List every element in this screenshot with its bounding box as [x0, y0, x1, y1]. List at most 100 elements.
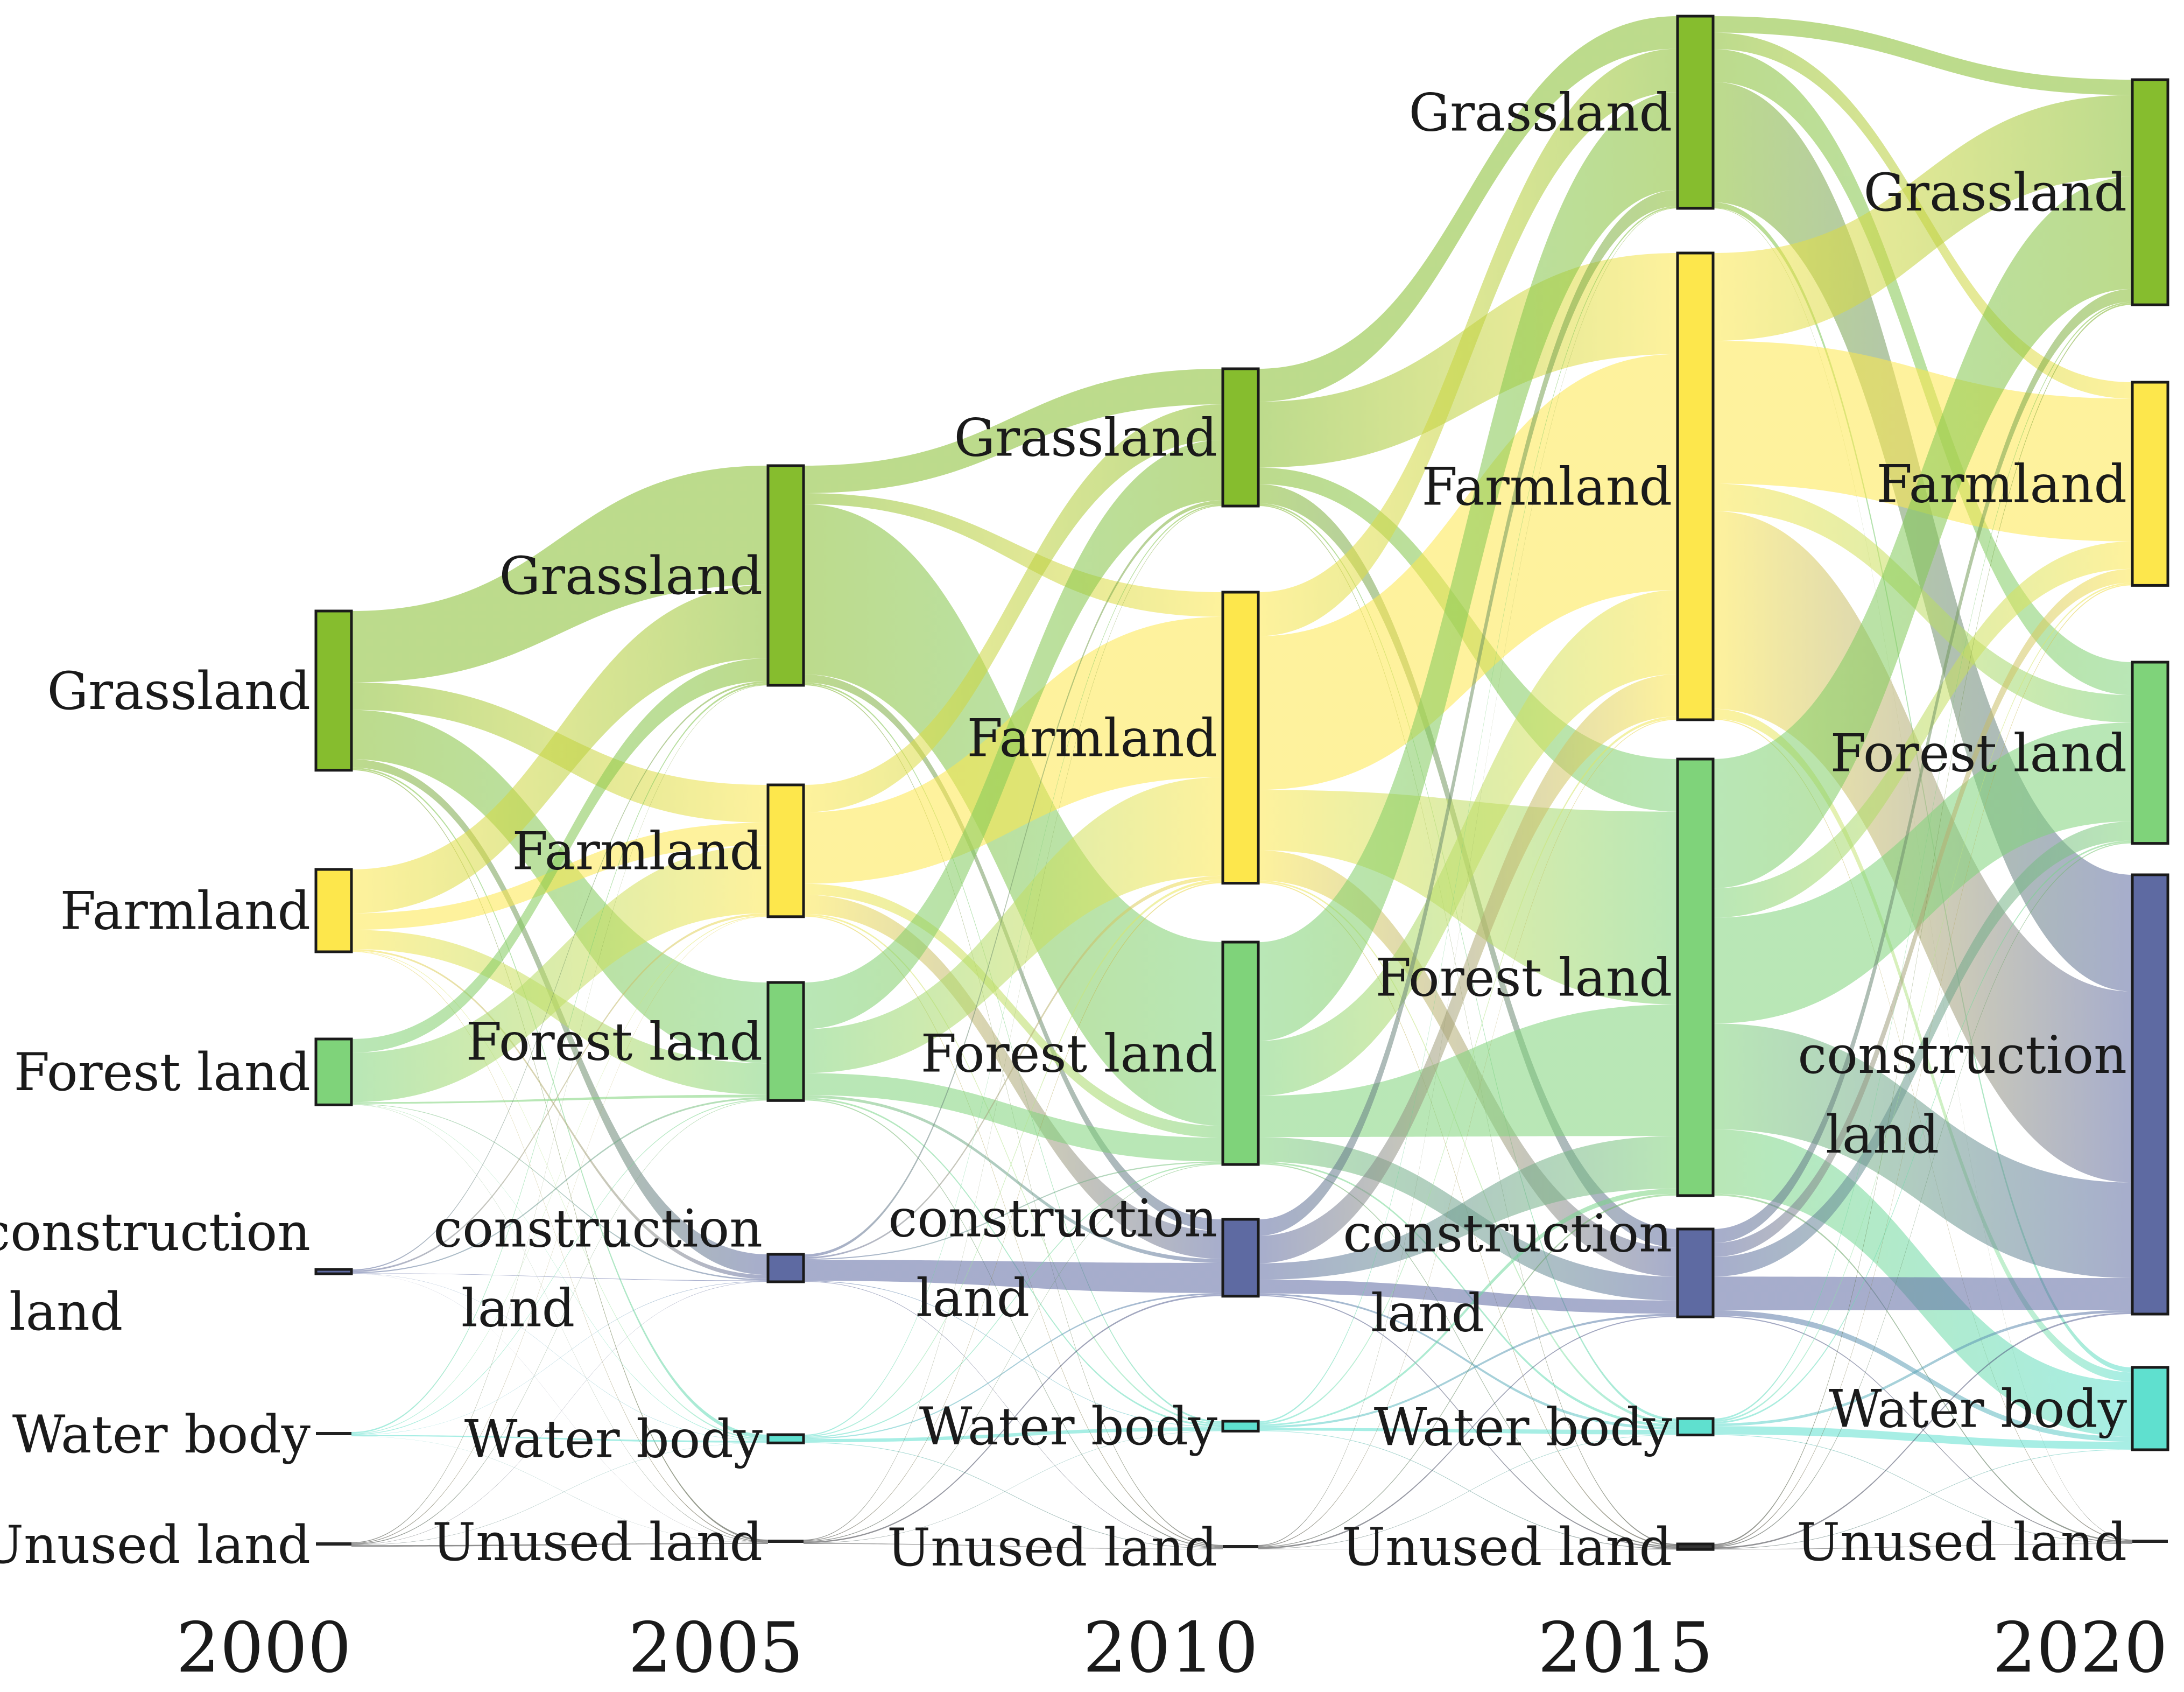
node-2010-forest-land[interactable]	[1221, 940, 1260, 1166]
flow-2015-farmland-to-2020-farmland	[1713, 341, 2132, 542]
node-2010-water-body[interactable]	[1221, 1420, 1260, 1433]
node-label-2015-unused-land: Unused land	[1342, 1517, 1672, 1577]
node-label-2000-grassland: Grassland	[47, 661, 311, 721]
flow-2005-water-body-to-2010-unused-land	[804, 1442, 1223, 1549]
node-2015-forest-land[interactable]	[1676, 757, 1715, 1197]
node-label-2010-farmland: Farmland	[967, 708, 1217, 768]
node-2010-unused-land[interactable]	[1223, 1545, 1258, 1548]
flow-2000-farmland-to-2005-farmland	[351, 823, 768, 930]
flow-2015-construction-land-to-2020-unused-land	[1713, 1316, 2132, 1543]
flow-2005-water-body-to-2010-grassland	[804, 504, 1223, 1436]
year-label-2015: 2015	[1538, 1608, 1713, 1688]
flow-2000-water-body-to-2005-construction-land	[351, 1281, 768, 1435]
flow-2015-grassland-to-2020-grassland	[1713, 16, 2132, 95]
flow-layer	[351, 16, 2132, 1550]
flow-2010-construction-land-to-2015-water-body	[1258, 1293, 1678, 1430]
flow-2005-forest-land-to-2010-unused-land	[804, 1099, 1223, 1548]
node-label-2015-farmland: Farmland	[1422, 457, 1672, 517]
flow-2015-unused-land-to-2020-grassland	[1713, 303, 2132, 1546]
flow-2005-construction-land-to-2010-water-body	[804, 1280, 1223, 1428]
node-label-2010-water-body: Water body	[919, 1396, 1217, 1457]
flow-2000-water-body-to-2005-water-body	[351, 1435, 768, 1443]
flow-2005-farmland-to-2010-water-body	[804, 914, 1223, 1425]
flow-2000-forest-land-to-2005-unused-land	[351, 1104, 768, 1543]
year-label-2000: 2000	[176, 1608, 351, 1688]
flow-2005-forest-land-to-2010-forest-land	[804, 1073, 1223, 1162]
node-label-2005-unused-land: Unused land	[432, 1512, 763, 1572]
node-2010-construction-land[interactable]	[1221, 1218, 1260, 1298]
node-2000-unused-land[interactable]	[316, 1542, 351, 1546]
node-2000-water-body[interactable]	[316, 1432, 351, 1435]
flow-2005-unused-land-to-2010-forest-land	[804, 1163, 1223, 1542]
node-label-2005-water-body: Water body	[464, 1409, 763, 1470]
node-2000-farmland[interactable]	[314, 868, 353, 953]
flow-2010-water-body-to-2015-farmland	[1258, 716, 1678, 1424]
flow-2000-construction-land-to-2005-farmland	[351, 913, 768, 1273]
node-2015-farmland[interactable]	[1676, 251, 1715, 721]
node-2015-grassland[interactable]	[1676, 15, 1715, 210]
flow-2010-water-body-to-2015-unused-land	[1258, 1430, 1678, 1549]
node-2015-unused-land[interactable]	[1676, 1542, 1715, 1551]
node-2020-farmland[interactable]	[2131, 381, 2169, 587]
flow-2005-unused-land-to-2010-grassland	[804, 505, 1223, 1541]
node-2010-grassland[interactable]	[1221, 367, 1260, 508]
node-2000-grassland[interactable]	[314, 609, 353, 772]
flow-2000-farmland-to-2005-forest-land	[351, 930, 768, 1095]
flow-2000-construction-land-to-2005-grassland	[351, 681, 768, 1271]
flow-2000-forest-land-to-2005-grassland	[351, 658, 768, 1053]
node-2020-grassland[interactable]	[2131, 78, 2169, 306]
node-2005-farmland[interactable]	[766, 783, 805, 918]
flow-2010-forest-land-to-2015-grassland	[1258, 92, 1678, 1041]
flow-2005-construction-land-to-2010-forest-land	[804, 1161, 1223, 1260]
node-label-2020-grassland: Grassland	[1863, 163, 2127, 223]
flow-2010-construction-land-to-2015-unused-land	[1258, 1295, 1678, 1549]
flow-2000-forest-land-to-2005-water-body	[351, 1104, 768, 1441]
flow-2000-forest-land-to-2005-forest-land	[351, 1094, 768, 1104]
node-2005-water-body[interactable]	[766, 1433, 805, 1444]
flow-2000-water-body-to-2005-unused-land	[351, 1436, 768, 1543]
flow-2010-unused-land-to-2015-grassland	[1258, 207, 1678, 1546]
flow-2000-grassland-to-2005-grassland	[351, 466, 768, 683]
flow-2005-water-body-to-2010-farmland	[804, 879, 1223, 1437]
flow-2015-water-body-to-2020-unused-land	[1713, 1434, 2132, 1544]
flow-2000-unused-land-to-2005-water-body	[351, 1442, 768, 1546]
flow-2015-unused-land-to-2020-water-body	[1713, 1449, 2132, 1549]
flow-2015-forest-land-to-2020-farmland	[1713, 541, 2132, 918]
node-2015-water-body[interactable]	[1676, 1417, 1715, 1437]
flow-2005-grassland-to-2010-grassland	[804, 369, 1223, 493]
node-2020-water-body[interactable]	[2131, 1366, 2169, 1451]
flow-2015-water-body-to-2020-water-body	[1713, 1426, 2132, 1450]
flow-2010-water-body-to-2015-forest-land	[1258, 1188, 1678, 1426]
flow-2000-unused-land-to-2005-construction-land	[351, 1281, 768, 1545]
flow-2000-water-body-to-2005-grassland	[351, 683, 768, 1434]
flow-2005-construction-land-to-2010-unused-land	[804, 1281, 1223, 1549]
node-2020-forest-land[interactable]	[2131, 661, 2169, 845]
flow-2015-farmland-to-2020-forest-land	[1713, 483, 2132, 723]
flow-2005-unused-land-to-2010-construction-land	[804, 1294, 1223, 1543]
node-2015-construction-land[interactable]	[1676, 1227, 1715, 1318]
node-2005-grassland[interactable]	[766, 464, 805, 687]
flow-2000-farmland-to-2005-unused-land	[351, 951, 768, 1542]
flow-2010-unused-land-to-2015-water-body	[1258, 1434, 1678, 1549]
node-2020-construction-land[interactable]	[2131, 873, 2169, 1316]
flow-2010-water-body-to-2015-grassland	[1258, 206, 1678, 1423]
node-label-2000-farmland: Farmland	[60, 881, 311, 942]
flow-2005-unused-land-to-2010-unused-land	[804, 1543, 1223, 1549]
node-label-2000-unused-land: Unused land	[0, 1515, 311, 1575]
flow-2005-unused-land-to-2010-farmland	[804, 882, 1223, 1541]
flow-2005-construction-land-to-2010-construction-land	[804, 1260, 1223, 1293]
node-2000-forest-land[interactable]	[314, 1037, 353, 1106]
flow-2000-construction-land-to-2005-construction-land	[351, 1273, 768, 1281]
node-2010-farmland[interactable]	[1221, 591, 1260, 885]
flow-2005-water-body-to-2010-construction-land	[804, 1293, 1223, 1440]
flow-2015-water-body-to-2020-forest-land	[1713, 840, 2132, 1424]
node-2005-unused-land[interactable]	[768, 1540, 804, 1543]
flow-2005-forest-land-to-2010-construction-land	[804, 1095, 1223, 1263]
node-2005-construction-land[interactable]	[766, 1253, 805, 1283]
node-2020-unused-land[interactable]	[2132, 1540, 2168, 1543]
node-2000-construction-land[interactable]	[314, 1268, 353, 1275]
node-2005-forest-land[interactable]	[766, 981, 805, 1102]
